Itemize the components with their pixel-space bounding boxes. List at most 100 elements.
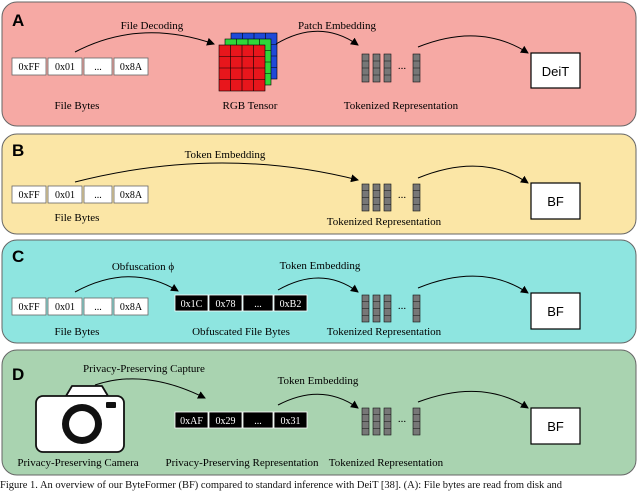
model-arrow <box>417 275 529 294</box>
token-column <box>361 183 370 212</box>
panel-a-letter: A <box>12 11 24 30</box>
byte-cell: 0x01 <box>55 302 75 313</box>
bf-model-box <box>530 182 581 220</box>
patch-embedding-arrow <box>275 30 359 46</box>
obfuscated-byte-cell: ... <box>254 299 262 310</box>
token-column <box>372 407 381 436</box>
file-bytes-row: 0xFF 0x01 ... 0x8A <box>11 185 149 204</box>
token-column <box>361 407 370 436</box>
deit-model-box <box>530 52 581 89</box>
pp-byte-cell: 0x31 <box>281 416 301 427</box>
token-column <box>372 53 381 83</box>
pp-byte-cell: 0x29 <box>216 416 236 427</box>
token-column <box>383 294 392 323</box>
panel-c-background <box>1 239 637 344</box>
token-columns: ... <box>361 294 421 323</box>
file-decoding-label: File Decoding <box>121 20 184 32</box>
byte-cell: 0x8A <box>120 190 143 201</box>
pp-byte-cell: 0xAF <box>180 416 203 427</box>
figure-caption: Figure 1. An overview of our ByteFormer … <box>0 480 562 491</box>
token-ellipsis: ... <box>398 189 407 201</box>
token-column <box>412 294 421 323</box>
obfuscated-byte-cell: 0x1C <box>181 299 203 310</box>
token-column <box>372 183 381 212</box>
deit-model-label: DeiT <box>542 64 570 79</box>
patch-embedding-label: Patch Embedding <box>298 20 376 32</box>
model-arrow <box>417 35 529 54</box>
model-arrow <box>417 165 529 184</box>
panel-a: A 0xFF 0x01 ... 0x8A File Bytes File Dec… <box>1 1 637 127</box>
token-ellipsis: ... <box>398 413 407 425</box>
token-column <box>383 53 392 83</box>
bf-model-label: BF <box>547 194 564 209</box>
panel-d-letter: D <box>12 365 24 384</box>
byte-cell: 0xFF <box>18 62 40 73</box>
obfuscated-byte-cell: 0xB2 <box>280 299 302 310</box>
pp-byte-cell: ... <box>254 416 262 427</box>
panel-c-letter: C <box>12 247 24 266</box>
rgb-tensor <box>218 32 278 92</box>
tokenized-representation-label: Tokenized Representation <box>327 326 442 338</box>
token-embedding-label: Token Embedding <box>278 375 359 387</box>
token-column <box>383 183 392 212</box>
byte-cell: 0x8A <box>120 302 143 313</box>
red-channel <box>218 44 266 92</box>
model-arrow <box>417 390 529 409</box>
privacy-preserving-representation-label: Privacy-Preserving Representation <box>165 457 319 469</box>
bf-model-box <box>530 292 581 330</box>
byte-cell: 0x8A <box>120 62 143 73</box>
token-embedding-arrow <box>74 162 359 183</box>
token-column <box>361 53 370 83</box>
panel-b: B 0xFF 0x01 ... 0x8A File Bytes Token Em… <box>1 133 637 235</box>
token-embedding-label: Token Embedding <box>185 149 266 161</box>
tokenized-representation-label: Tokenized Representation <box>327 216 442 228</box>
token-column <box>372 294 381 323</box>
rgb-tensor-label: RGB Tensor <box>223 100 278 112</box>
byte-cell: 0xFF <box>18 190 40 201</box>
file-bytes-label: File Bytes <box>55 326 100 338</box>
token-embedding-label: Token Embedding <box>280 260 361 272</box>
bf-model-label: BF <box>547 419 564 434</box>
file-decoding-arrow <box>74 32 215 53</box>
token-column <box>412 183 421 212</box>
obfuscation-arrow <box>74 276 179 293</box>
file-bytes-label: File Bytes <box>55 100 100 112</box>
token-column <box>412 53 421 83</box>
file-bytes-row: 0xFF 0x01 ... 0x8A <box>11 57 149 76</box>
obfuscated-bytes-row: 0x1C 0x78 ... 0xB2 <box>174 294 308 312</box>
panel-b-letter: B <box>12 141 24 160</box>
tokenized-representation-label: Tokenized Representation <box>329 457 444 469</box>
token-column <box>383 407 392 436</box>
byte-cell: 0x01 <box>55 190 75 201</box>
bf-model-label: BF <box>547 304 564 319</box>
camera-icon <box>35 385 125 453</box>
obfuscation-label: Obfuscation ϕ <box>112 261 175 273</box>
token-column <box>412 407 421 436</box>
byte-cell: ... <box>94 62 102 73</box>
bf-model-box <box>530 407 581 445</box>
obfuscated-byte-cell: 0x78 <box>216 299 236 310</box>
panel-c: C 0xFF 0x01 ... 0x8A File Bytes Obfuscat… <box>1 239 637 344</box>
capture-label: Privacy-Preserving Capture <box>83 363 205 375</box>
panel-d: D Privacy-Preserving Camera Privacy-Pres… <box>1 349 637 476</box>
token-columns: ... <box>361 407 421 436</box>
byte-cell: 0xFF <box>18 302 40 313</box>
token-columns: ... <box>361 53 421 83</box>
panel-d-background <box>1 349 637 476</box>
camera-label: Privacy-Preserving Camera <box>17 457 138 469</box>
file-bytes-label: File Bytes <box>55 212 100 224</box>
token-ellipsis: ... <box>398 60 407 72</box>
byte-cell: ... <box>94 190 102 201</box>
byte-cell: 0x01 <box>55 62 75 73</box>
capture-arrow <box>94 378 206 399</box>
token-ellipsis: ... <box>398 300 407 312</box>
privacy-preserving-bytes-row: 0xAF 0x29 ... 0x31 <box>174 411 308 429</box>
token-column <box>361 294 370 323</box>
file-bytes-row: 0xFF 0x01 ... 0x8A <box>11 297 149 316</box>
byte-cell: ... <box>94 302 102 313</box>
panel-b-background <box>1 133 637 235</box>
tokenized-representation-label: Tokenized Representation <box>344 100 459 112</box>
obfuscated-file-bytes-label: Obfuscated File Bytes <box>192 326 290 338</box>
token-embedding-arrow <box>277 393 359 409</box>
